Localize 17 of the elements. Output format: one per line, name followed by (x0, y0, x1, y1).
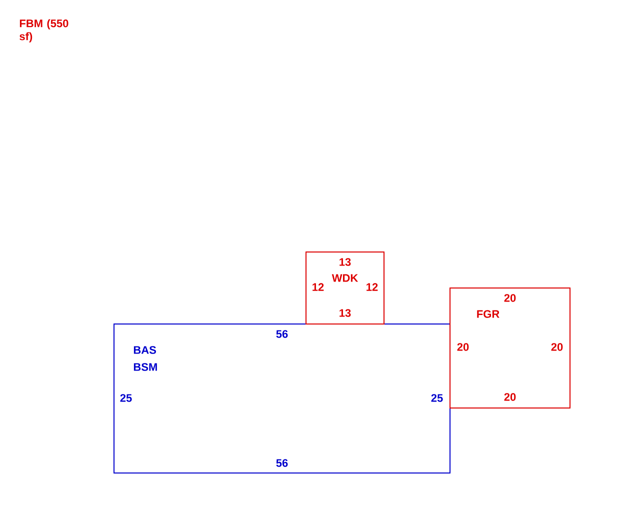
area-note: FBM (550 sf) (20, 19, 68, 42)
dimension-label: 56 (276, 330, 288, 338)
dimension-label: 20 (551, 343, 563, 351)
dimension-label: 56 (276, 459, 288, 467)
dimension-label: 20 (457, 343, 469, 351)
dimension-label: 20 (504, 294, 516, 302)
dimension-label: 20 (504, 393, 516, 401)
dimension-label: 13 (340, 258, 351, 266)
dimension-label: 12 (366, 283, 378, 291)
area-code: BAS (134, 346, 156, 354)
dimension-label: 13 (340, 309, 351, 317)
dimension-label: 25 (120, 394, 132, 402)
area-code: WDK (332, 274, 358, 282)
area-code: FGR (477, 310, 500, 318)
dimension-label: 25 (431, 394, 443, 402)
dimension-label: 12 (312, 283, 324, 291)
area-code: BSM (134, 363, 157, 371)
